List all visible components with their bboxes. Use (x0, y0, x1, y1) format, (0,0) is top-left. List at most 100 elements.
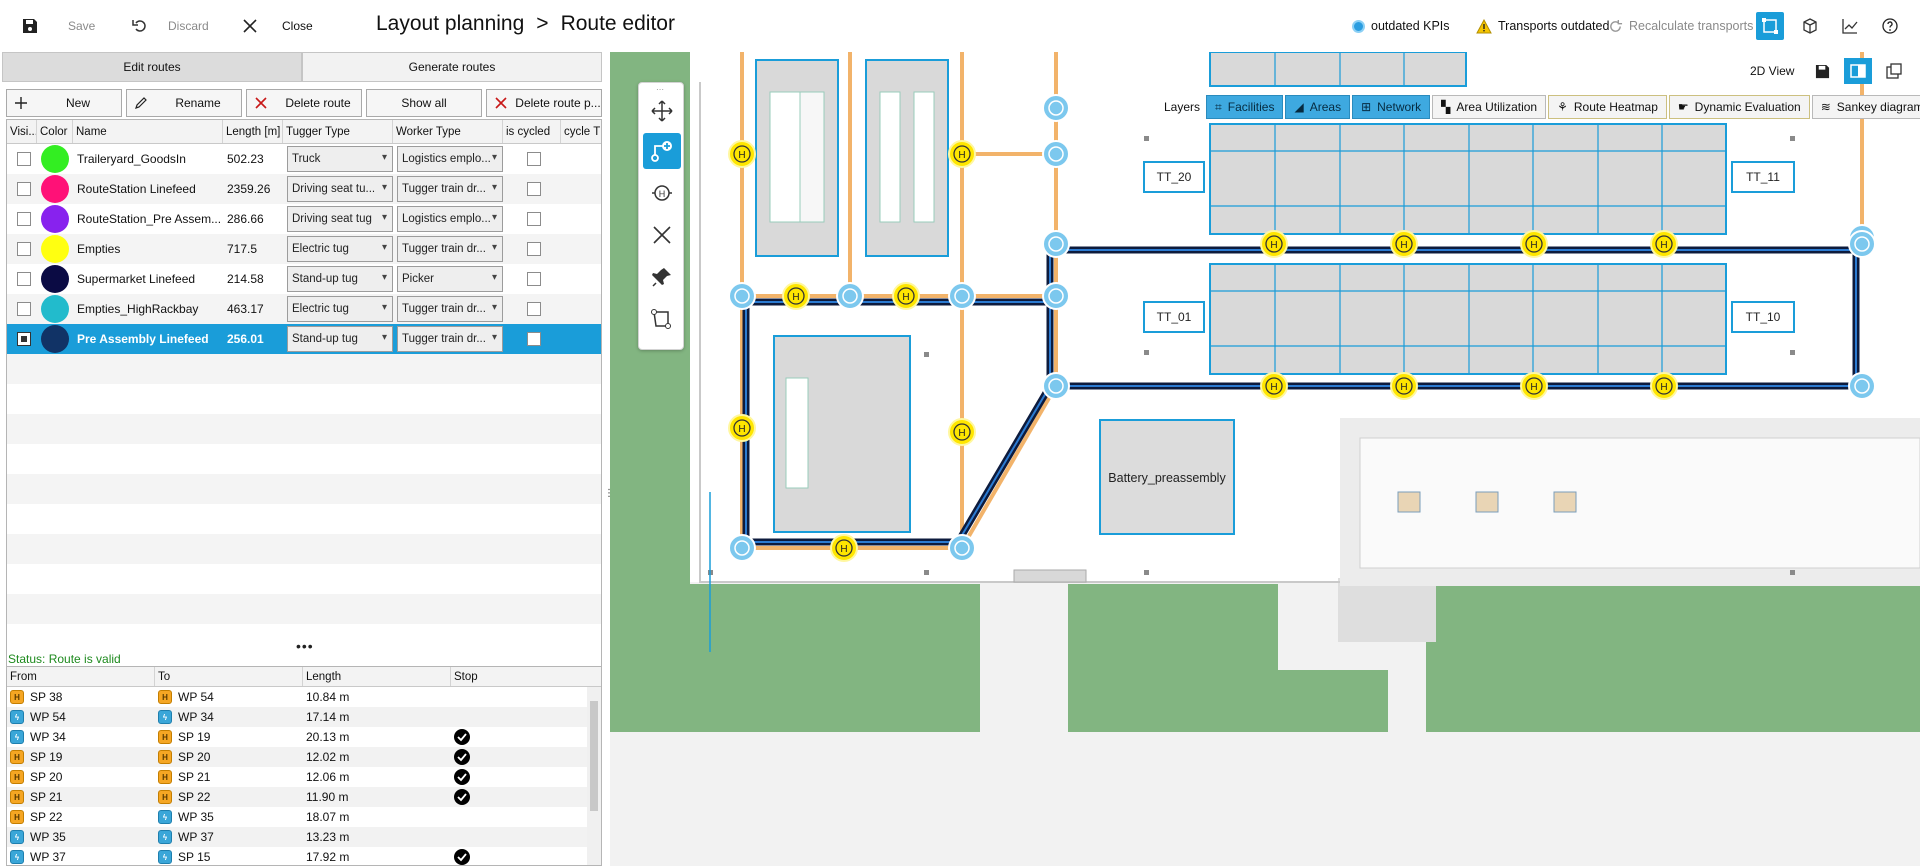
tugger-type-select[interactable]: Driving seat tug (287, 206, 393, 232)
waypoint-marker[interactable] (948, 282, 976, 310)
col-name[interactable]: Name (73, 120, 223, 143)
rename-route-button[interactable]: Rename (126, 89, 242, 117)
tugger-type-select[interactable]: Stand-up tug (287, 266, 393, 292)
split-view-button[interactable] (1844, 58, 1872, 84)
layout-canvas[interactable]: TT_20 TT_11 TT_01 TT_10 Battery_preassem… (610, 52, 1920, 866)
add-route-point-tool[interactable] (643, 133, 681, 169)
col-is-cycled[interactable]: is cycled (503, 120, 561, 143)
route-row[interactable]: Empties 717.5 Electric tug Tugger train … (7, 234, 601, 264)
stop-point-marker[interactable]: H (1390, 372, 1418, 400)
stop-point-marker[interactable]: H (1520, 230, 1548, 258)
is-cycled-checkbox[interactable] (527, 332, 541, 346)
worker-type-select[interactable]: Tugger train dr... (397, 176, 503, 202)
save-button[interactable]: Save (22, 14, 95, 38)
waypoint-marker[interactable] (1042, 372, 1070, 400)
worker-type-select[interactable]: Logistics emplo... (397, 206, 503, 232)
tugger-type-select[interactable]: Electric tug (287, 296, 393, 322)
stop-point-tool[interactable]: H (643, 175, 681, 211)
tugger-type-select[interactable]: Electric tug (287, 236, 393, 262)
col-to[interactable]: To (155, 667, 303, 686)
worker-type-select[interactable]: Tugger train dr... (397, 326, 503, 352)
is-cycled-checkbox[interactable] (527, 152, 541, 166)
layout-map[interactable]: TT_20 TT_11 TT_01 TT_10 Battery_preassem… (610, 52, 1920, 866)
route-color-swatch[interactable] (41, 325, 69, 353)
is-cycled-checkbox[interactable] (527, 242, 541, 256)
check-icon[interactable] (454, 769, 470, 785)
tab-edit-routes[interactable]: Edit routes (2, 52, 302, 82)
battery-area[interactable] (1099, 419, 1235, 535)
close-button[interactable]: Close (242, 14, 313, 38)
splitter-handle[interactable]: ••• (296, 638, 314, 654)
route-shape-tool[interactable] (643, 301, 681, 337)
layer-area-utilization[interactable]: ▚Area Utilization (1432, 95, 1547, 119)
route-name[interactable]: RouteStation Linefeed (77, 182, 196, 196)
waypoint-marker[interactable] (1848, 230, 1876, 258)
worker-type-select[interactable]: Picker (397, 266, 503, 292)
route-name[interactable]: Pre Assembly Linefeed (77, 332, 209, 346)
recalculate-transports-button[interactable]: Recalculate transports (1608, 14, 1753, 38)
visible-checkbox[interactable] (17, 272, 31, 286)
layer-route-heatmap[interactable]: ⚘Route Heatmap (1548, 95, 1667, 119)
waypoint-marker[interactable] (1848, 372, 1876, 400)
visible-checkbox[interactable] (17, 182, 31, 196)
route-color-swatch[interactable] (41, 235, 69, 263)
discard-button[interactable]: Discard (132, 14, 209, 38)
breadcrumb-parent[interactable]: Layout planning (376, 12, 525, 35)
route-row[interactable]: Supermarket Linefeed 214.58 Stand-up tug… (7, 264, 601, 294)
popout-view-button[interactable] (1880, 58, 1908, 84)
stop-point-marker[interactable]: H (1650, 372, 1678, 400)
tab-generate-routes[interactable]: Generate routes (302, 52, 602, 82)
delete-route-button[interactable]: Delete route (246, 89, 362, 117)
stop-point-marker[interactable]: H (1260, 230, 1288, 258)
stop-point-marker[interactable]: H (1520, 372, 1548, 400)
stop-point-marker[interactable]: H (728, 140, 756, 168)
is-cycled-checkbox[interactable] (527, 272, 541, 286)
col-segment-length[interactable]: Length (303, 667, 451, 686)
col-worker-type[interactable]: Worker Type (393, 120, 503, 143)
move-tool[interactable] (643, 93, 681, 129)
station-label[interactable]: TT_10 (1746, 310, 1781, 324)
station-label[interactable]: TT_20 (1157, 170, 1192, 184)
check-icon[interactable] (454, 789, 470, 805)
layer-network[interactable]: ⊞Network (1352, 95, 1431, 119)
waypoint-marker[interactable] (728, 282, 756, 310)
help-button[interactable] (1876, 12, 1904, 40)
route-edit-mode-button[interactable] (1756, 12, 1784, 40)
col-from[interactable]: From (7, 667, 155, 686)
check-icon[interactable] (454, 749, 470, 765)
stop-point-marker[interactable]: H (892, 282, 920, 310)
workstation-grid[interactable] (1143, 52, 1795, 375)
transports-outdated-indicator[interactable]: Transports outdated (1476, 14, 1609, 38)
route-row[interactable]: RouteStation Linefeed 2359.26 Driving se… (7, 174, 601, 204)
route-row[interactable]: Empties_HighRackbay 463.17 Electric tug … (7, 294, 601, 324)
route-row[interactable]: RouteStation_Pre Assem... 286.66 Driving… (7, 204, 601, 234)
check-icon[interactable] (454, 849, 470, 865)
pin-tool[interactable] (643, 259, 681, 295)
new-route-button[interactable]: New (6, 89, 122, 117)
layer-dynamic-evaluation[interactable]: ☛Dynamic Evaluation (1668, 95, 1810, 119)
station-label[interactable]: TT_11 (1746, 170, 1780, 184)
worker-type-select[interactable]: Tugger train dr... (397, 236, 503, 262)
route-row[interactable]: Traileryard_GoodsIn 502.23 Truck Logisti… (7, 144, 601, 174)
save-view-button[interactable] (1808, 58, 1836, 84)
stop-point-marker[interactable]: H (782, 282, 810, 310)
layer-facilities[interactable]: ⌗Facilities (1206, 95, 1284, 119)
route-color-swatch[interactable] (41, 205, 69, 233)
analytics-button[interactable] (1836, 12, 1864, 40)
tugger-type-select[interactable]: Driving seat tu... (287, 176, 393, 202)
col-stop[interactable]: Stop (454, 670, 478, 683)
visible-checkbox[interactable] (17, 242, 31, 256)
stop-point-marker[interactable]: H (948, 140, 976, 168)
stop-point-marker[interactable]: H (830, 534, 858, 562)
tugger-type-select[interactable]: Stand-up tug (287, 326, 393, 352)
outdated-kpis-indicator[interactable]: outdated KPIs (1352, 14, 1450, 38)
waypoint-marker[interactable] (1042, 140, 1070, 168)
worker-type-select[interactable]: Tugger train dr... (397, 296, 503, 322)
route-color-swatch[interactable] (41, 145, 69, 173)
